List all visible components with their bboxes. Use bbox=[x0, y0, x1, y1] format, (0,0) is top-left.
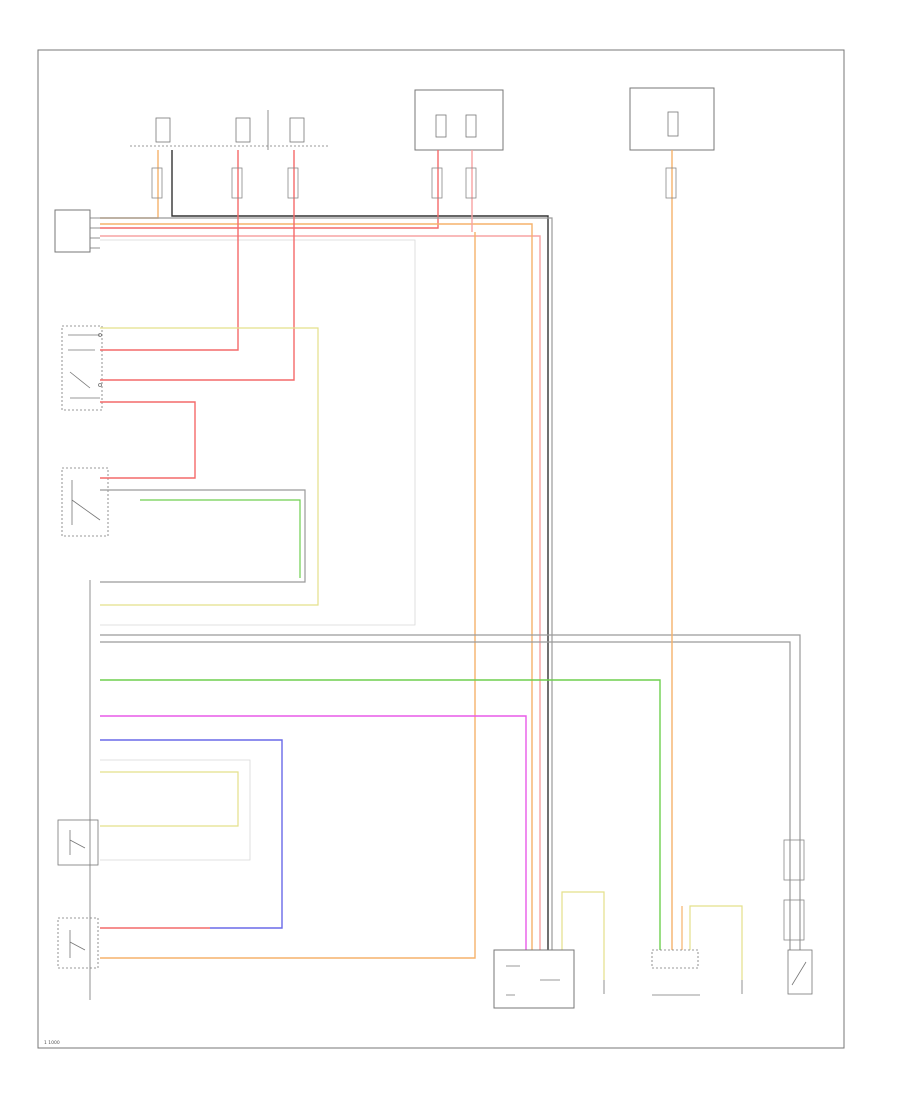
fuse-group-left bbox=[130, 110, 330, 150]
wire-red-3 bbox=[100, 150, 295, 381]
wire-yellow-4 bbox=[561, 891, 605, 980]
wire-orange-1 bbox=[100, 150, 159, 219]
wire-green-1 bbox=[140, 499, 301, 578]
wire-red-1 bbox=[100, 150, 439, 229]
boundary-line-3 bbox=[100, 759, 251, 861]
component-sensor-bottom-right bbox=[787, 949, 813, 995]
wire-magenta-1 bbox=[100, 715, 527, 950]
diagram-frame bbox=[37, 49, 845, 1049]
wire-red-4 bbox=[100, 401, 196, 479]
wire-blue-1 bbox=[100, 739, 283, 929]
wire-gray-2 bbox=[100, 489, 306, 583]
wire-pink-1 bbox=[100, 235, 541, 950]
connector-stubs bbox=[151, 167, 805, 941]
wire-gray-3 bbox=[100, 634, 801, 950]
component-sensor-1 bbox=[57, 819, 99, 866]
component-relay-1 bbox=[61, 325, 103, 411]
wire-yellow-1 bbox=[100, 327, 319, 606]
wire-red-2 bbox=[100, 150, 239, 351]
component-switch-2 bbox=[61, 467, 109, 537]
corner-label: 1 1000 bbox=[44, 1040, 60, 1046]
wire-gray-4 bbox=[100, 641, 791, 950]
wire-black-main bbox=[171, 150, 549, 950]
wire-gray-1 bbox=[100, 217, 553, 950]
fuse-box-right bbox=[629, 87, 715, 151]
fuse-box-center bbox=[414, 89, 504, 151]
wire-yellow-2 bbox=[100, 771, 239, 827]
component-sensor-2 bbox=[57, 917, 99, 969]
component-control-module-top bbox=[54, 209, 100, 253]
wire-orange-3 bbox=[100, 232, 476, 959]
wire-orange-2 bbox=[100, 223, 533, 950]
component-module-bottom-left bbox=[493, 949, 575, 1009]
boundary-line-1 bbox=[100, 239, 416, 626]
wire-green-2 bbox=[100, 679, 661, 950]
wire-yellow-3 bbox=[689, 905, 743, 980]
component-sensor-bottom-mid bbox=[651, 949, 700, 996]
